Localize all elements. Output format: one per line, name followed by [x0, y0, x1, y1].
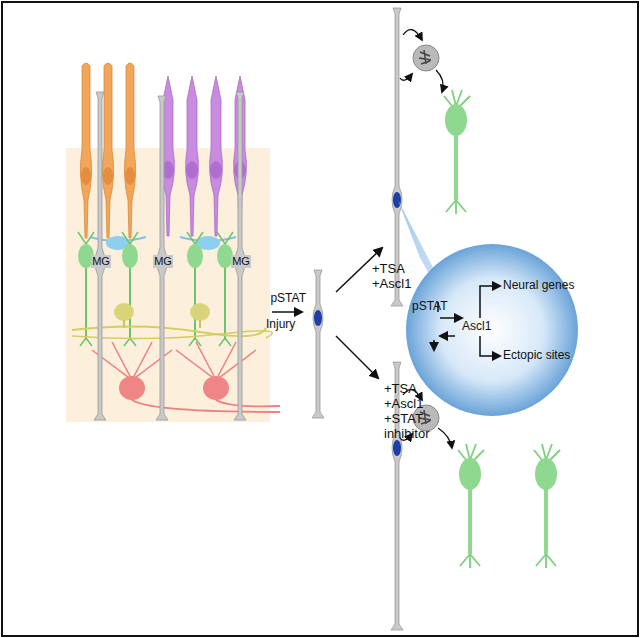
branch-arrow — [336, 336, 378, 378]
inset-label: pSTAT — [412, 300, 448, 314]
inset-label: Ascl1 — [462, 320, 491, 334]
inset-arrows — [434, 286, 500, 356]
treatment-label: pSTAT — [270, 292, 306, 306]
muller-glia — [94, 8, 403, 630]
cell-label: MG — [91, 255, 111, 268]
injury-arrow — [272, 311, 302, 313]
treatment-label: +TSA +Ascl1 +STAT inhibitor — [384, 382, 444, 442]
retina-cells — [72, 63, 280, 412]
cell-label: MG — [231, 255, 251, 268]
inset-label: Neural genes — [503, 279, 574, 293]
dividing-cell — [400, 30, 443, 92]
inset-label: Ectopic sites — [503, 349, 570, 363]
treatment-label: Injury — [266, 318, 295, 332]
new-neurons — [444, 90, 560, 568]
treatment-label: +TSA +Ascl1 — [372, 262, 420, 292]
nucleus-inset — [406, 244, 578, 416]
cell-label: MG — [153, 255, 173, 268]
